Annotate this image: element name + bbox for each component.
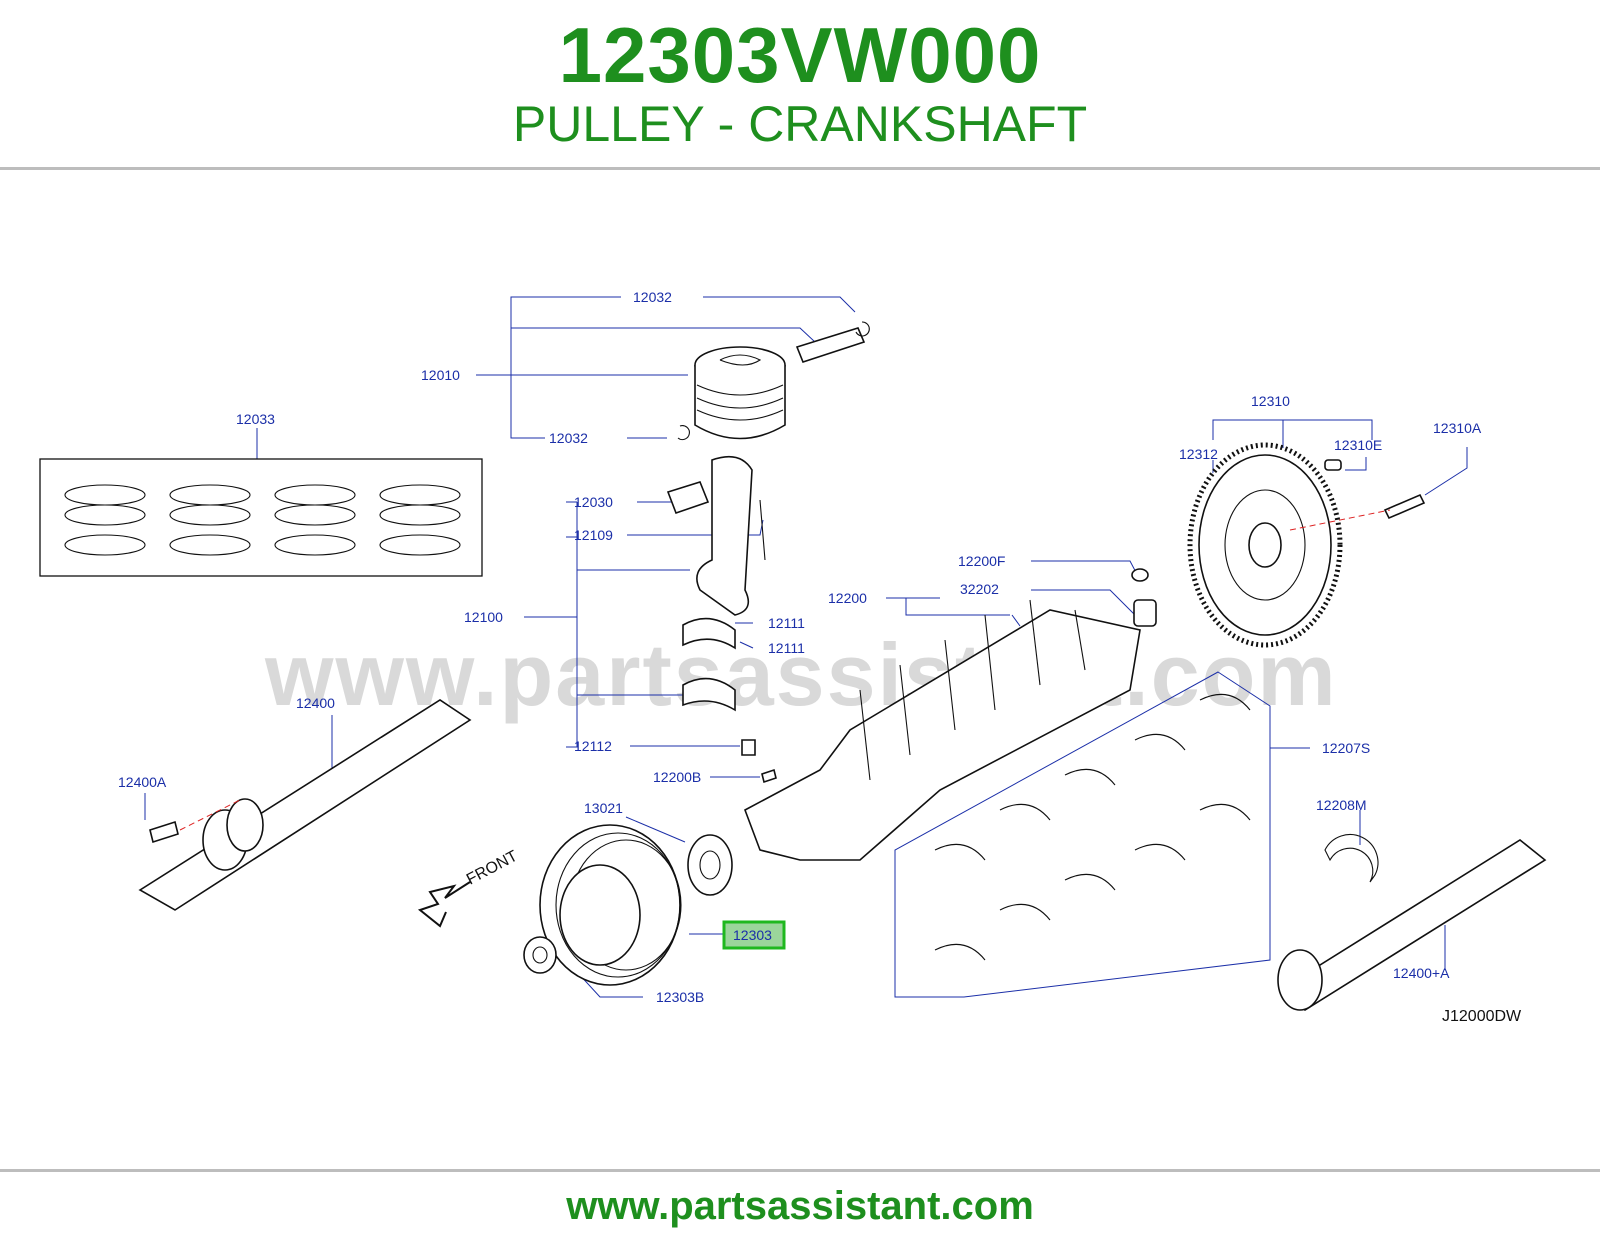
part-name-subtitle: PULLEY - CRANKSHAFT bbox=[512, 96, 1088, 152]
callout-12208m: 12208M bbox=[1316, 797, 1367, 813]
callout-12310e: 12310E bbox=[1334, 437, 1382, 453]
crankshaft bbox=[744, 568, 1157, 861]
callout-12312: 12312 bbox=[1179, 446, 1218, 462]
crankshaft-pulley bbox=[523, 824, 733, 986]
piston-assembly bbox=[677, 321, 870, 441]
callout-12207s: 12207S bbox=[1322, 740, 1370, 756]
callout-12033: 12033 bbox=[236, 411, 275, 427]
highlighted-callout-box bbox=[722, 920, 786, 950]
callout-12303-highlighted: 12303 bbox=[733, 927, 772, 943]
callout-12200: 12200 bbox=[828, 590, 867, 606]
main-bearing-set bbox=[934, 693, 1251, 961]
callout-12400a: 12400A bbox=[118, 774, 167, 790]
callout-12032-bottom: 12032 bbox=[549, 430, 588, 446]
callout-32202: 32202 bbox=[960, 581, 999, 597]
callout-12200f: 12200F bbox=[958, 553, 1005, 569]
connecting-rod bbox=[666, 455, 766, 756]
callout-13021: 13021 bbox=[584, 800, 623, 816]
diagram-reference-code: J12000DW bbox=[1442, 1008, 1522, 1025]
callout-12400-plus-a: 12400+A bbox=[1393, 965, 1450, 981]
callout-12030: 12030 bbox=[574, 494, 613, 510]
parts-diagram-svg: www.partsassistant.com bbox=[39, 289, 1547, 1025]
callout-12200b: 12200B bbox=[653, 769, 701, 785]
callout-12310: 12310 bbox=[1251, 393, 1290, 409]
front-label: FRONT bbox=[464, 848, 521, 889]
piston-ring-set bbox=[39, 458, 483, 577]
header-divider bbox=[0, 167, 1600, 170]
callout-12100: 12100 bbox=[464, 609, 503, 625]
front-direction-indicator: FRONT bbox=[417, 848, 521, 928]
callout-labels: 12032 12010 12032 12033 12030 12109 1210… bbox=[118, 289, 1482, 1005]
footer-website-link[interactable]: www.partsassistant.com bbox=[566, 1184, 1034, 1228]
callout-12109: 12109 bbox=[574, 527, 613, 543]
callout-12032-top: 12032 bbox=[633, 289, 672, 305]
callout-12010: 12010 bbox=[421, 367, 460, 383]
flywheel bbox=[1187, 442, 1426, 648]
callout-12400: 12400 bbox=[296, 695, 335, 711]
callout-12111-lower: 12111 bbox=[768, 640, 805, 656]
callout-12303b: 12303B bbox=[656, 989, 704, 1005]
parts-diagram: www.partsassistant.com bbox=[0, 170, 1600, 1168]
front-arrow-icon bbox=[417, 881, 471, 928]
footer-divider bbox=[0, 1169, 1600, 1172]
balancer-shaft-right bbox=[1277, 834, 1547, 1011]
balancer-shaft-left bbox=[138, 699, 472, 911]
leader-lines bbox=[144, 296, 1468, 998]
callout-12112: 12112 bbox=[574, 738, 612, 754]
callout-12310a: 12310A bbox=[1433, 420, 1482, 436]
page-header: 12303VW000 PULLEY - CRANKSHAFT bbox=[0, 0, 1600, 168]
part-number-title: 12303VW000 bbox=[558, 11, 1042, 99]
callout-12111-upper: 12111 bbox=[768, 615, 805, 631]
